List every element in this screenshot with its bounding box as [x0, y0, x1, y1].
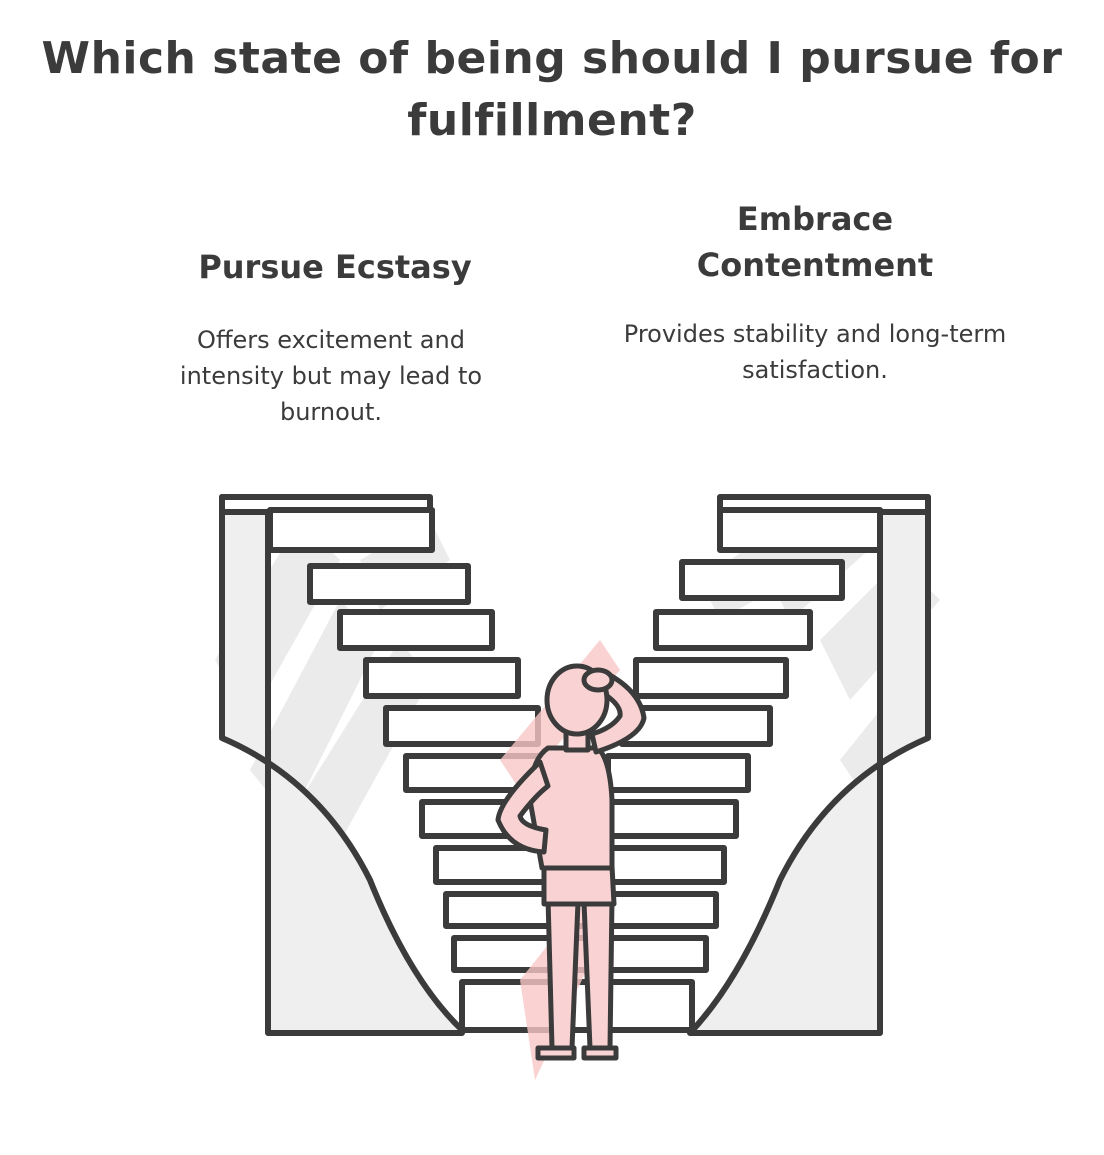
- person-thinking-icon: [495, 663, 647, 1061]
- option-description-ecstasy: Offers excitement and intensity but may …: [179, 326, 483, 426]
- option-title-ecstasy: Pursue Ecstasy: [198, 248, 472, 286]
- page-title: Which state of being should I pursue for…: [41, 33, 1063, 146]
- right-staircase: [591, 494, 931, 1036]
- option-title-contentment: Embrace Contentment: [696, 200, 934, 284]
- option-description-contentment: Provides stability and long-term satisfa…: [623, 320, 1007, 384]
